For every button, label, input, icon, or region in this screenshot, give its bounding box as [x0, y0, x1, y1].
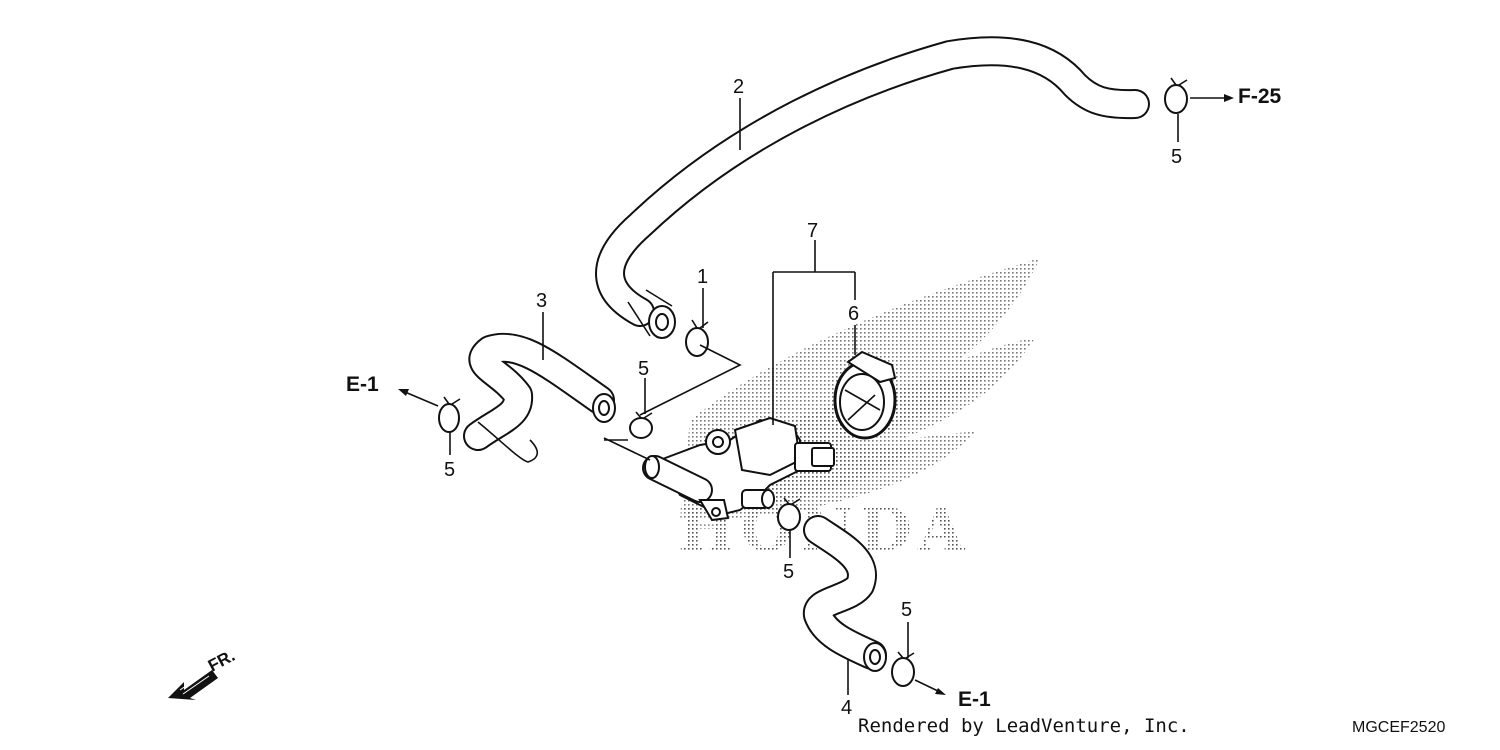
hose-3	[463, 332, 616, 463]
hose-2	[595, 36, 1150, 339]
front-label: FR.	[205, 646, 238, 676]
credit-text: Rendered by LeadVenture, Inc.	[858, 715, 1190, 737]
leader-lines	[449, 98, 1179, 695]
clamp-5-mid-lower	[777, 497, 801, 531]
clamp-1	[685, 319, 709, 357]
callout-2: 2	[733, 76, 744, 98]
ref-f25[interactable]: F-25	[1238, 85, 1282, 108]
ref-e1-bottom[interactable]: E-1	[958, 688, 991, 711]
callout-4: 4	[841, 697, 852, 719]
front-direction-arrow	[168, 670, 218, 700]
ref-arrows	[398, 94, 1234, 695]
clamp-5-bottom-right	[891, 651, 915, 687]
air-injection-valve	[642, 416, 835, 522]
clamp-5-left	[438, 396, 461, 433]
callout-3: 3	[536, 290, 547, 312]
callout-5-mid-upper: 5	[638, 358, 649, 380]
diagram-code: MGCEF2520	[1352, 719, 1445, 736]
valve-bracket	[833, 350, 897, 440]
clamp-5-top-right	[1164, 77, 1188, 114]
callout-5-mid-lower: 5	[783, 561, 794, 583]
callout-7: 7	[807, 220, 818, 242]
callout-6: 6	[848, 303, 859, 325]
clamp-5-mid-upper	[629, 411, 653, 439]
callout-5-top-right: 5	[1171, 146, 1182, 168]
callout-5-bottom-right: 5	[901, 599, 912, 621]
callout-1: 1	[697, 266, 708, 288]
hose-4	[803, 515, 887, 672]
callout-5-left: 5	[444, 459, 455, 481]
ref-e1-left[interactable]: E-1	[346, 373, 379, 396]
